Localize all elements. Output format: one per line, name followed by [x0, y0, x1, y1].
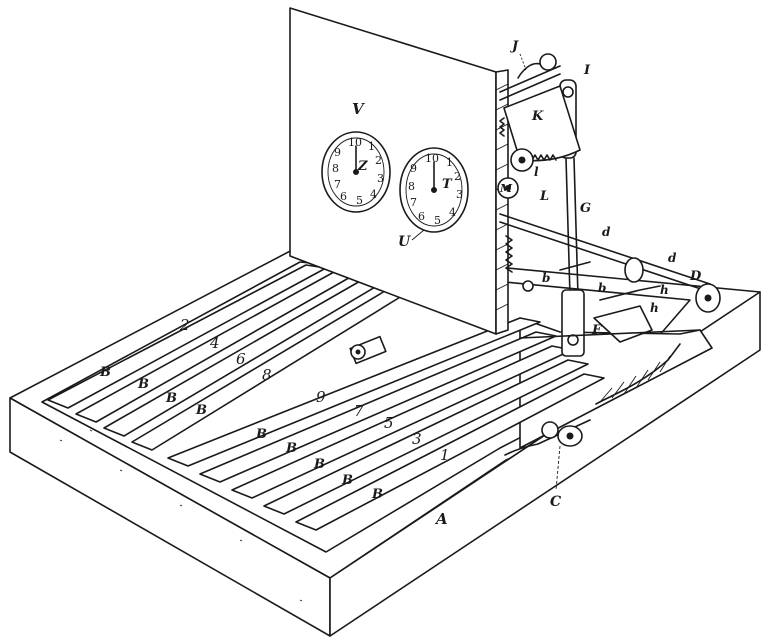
key-number: 1 — [440, 446, 450, 464]
label-a: A — [434, 510, 448, 528]
key-b-label: B — [255, 427, 267, 442]
dial-t-label: T — [442, 177, 453, 192]
dial-number: 9 — [334, 146, 341, 159]
key-number: 8 — [262, 366, 272, 384]
key-b-labels: B B B B B B B B B — [99, 365, 383, 502]
spring — [517, 62, 541, 79]
key-b-label: B — [285, 441, 297, 456]
label-b-lower: b — [598, 281, 606, 295]
dial-number: 7 — [334, 178, 341, 191]
dial-number: 3 — [456, 188, 463, 201]
label-h-lower: h — [650, 301, 659, 315]
sector-teeth — [499, 117, 505, 137]
key-b-label: B — [341, 473, 353, 488]
dial-number: 5 — [434, 214, 441, 227]
key-bars — [47, 264, 605, 531]
dial-number: 9 — [410, 162, 417, 175]
base-shading — [59, 429, 303, 602]
catch: C — [541, 421, 583, 510]
board-label: V — [352, 100, 365, 118]
upper-shaft — [499, 73, 561, 101]
arm-h — [599, 285, 661, 301]
label-f: F — [591, 323, 602, 338]
collar — [624, 257, 644, 283]
dial-left: 10 1 2 3 4 5 6 7 8 9 Z — [321, 131, 391, 213]
rod — [565, 157, 571, 297]
ratchet-spring — [505, 235, 513, 273]
slide-bar — [519, 329, 701, 339]
dial-number: 8 — [332, 162, 339, 175]
lower-shaft — [499, 221, 711, 293]
dial-number: 2 — [454, 170, 461, 183]
dial-number: 4 — [449, 206, 456, 219]
label-c: C — [550, 494, 561, 510]
lever[interactable] — [561, 289, 585, 357]
dial-number: 2 — [375, 154, 382, 167]
label-m: M — [499, 182, 513, 195]
dial-u-label: U — [398, 234, 411, 250]
dial-number: 6 — [418, 210, 425, 223]
dial-number: 10 — [348, 136, 362, 149]
key-b-label: B — [195, 403, 207, 418]
key-b-label: B — [165, 391, 177, 406]
dial-number: 8 — [408, 180, 415, 193]
key-b-label: B — [371, 487, 383, 502]
key-number: 6 — [236, 350, 246, 368]
dial-number: 7 — [410, 196, 417, 209]
key-number: 7 — [354, 402, 364, 420]
key-b-label: B — [137, 377, 149, 392]
dial-board: V 10 1 2 3 4 5 6 7 8 9 Z 10 1 2 3 4 — [289, 7, 509, 335]
rod — [573, 157, 579, 297]
key-stop — [349, 335, 387, 365]
label-d-lower: d — [668, 251, 677, 265]
arm-b — [559, 261, 591, 271]
channel-notch — [504, 419, 591, 456]
label-d-lower: d — [602, 225, 611, 239]
key-number: 3 — [412, 430, 422, 448]
spring-knob — [539, 53, 557, 71]
dial-number: 1 — [368, 140, 375, 153]
key-number: 2 — [179, 316, 190, 334]
label-k: K — [531, 109, 544, 124]
label-l-lower: l — [534, 165, 539, 179]
dial-z-label: Z — [357, 159, 368, 174]
dial-right: 10 1 2 3 4 5 6 7 8 9 T — [399, 147, 469, 233]
leader-line — [411, 229, 425, 241]
key-bar[interactable] — [167, 317, 541, 467]
label-d: D — [689, 269, 702, 284]
key-number: 9 — [316, 388, 326, 406]
key-number-labels: 2 4 6 8 9 7 5 3 1 — [179, 316, 450, 464]
lower-shaft — [499, 213, 711, 285]
key-number: 4 — [209, 334, 220, 352]
mechanism: J I K L M l G d d D — [497, 39, 721, 357]
label-b-lower: b — [542, 271, 550, 285]
key-b-label: B — [313, 457, 325, 472]
label-h-lower: h — [660, 283, 669, 297]
channel-hatching — [599, 355, 671, 403]
label-i: I — [583, 63, 591, 78]
dial-number: 6 — [340, 190, 347, 203]
board-edge-hatching — [495, 83, 509, 311]
dial-number: 4 — [370, 188, 377, 201]
label-j: J — [509, 39, 519, 54]
key-bar[interactable] — [295, 373, 605, 531]
key-b-label: B — [99, 365, 111, 380]
dial-number: 10 — [425, 152, 439, 165]
label-l: L — [539, 189, 549, 204]
label-g: G — [580, 201, 591, 216]
dial-number: 1 — [446, 156, 453, 169]
key-bar[interactable] — [263, 359, 589, 515]
key-number: 5 — [384, 414, 394, 432]
dial-number: 5 — [356, 194, 363, 207]
dial-number: 3 — [377, 172, 384, 185]
